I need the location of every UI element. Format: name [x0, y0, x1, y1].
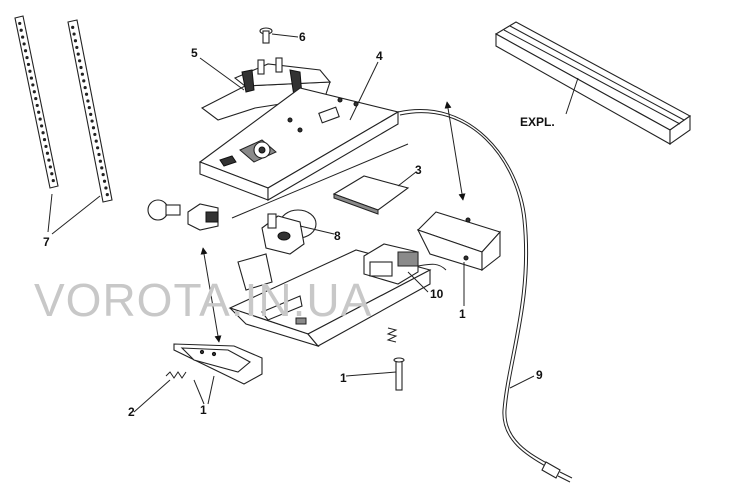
- callout-expl: EXPL.: [520, 115, 555, 129]
- strap-hole: [86, 99, 90, 103]
- strap-hole: [50, 172, 54, 176]
- strap-hole: [19, 28, 23, 32]
- strap-hole: [98, 159, 102, 163]
- spring: [386, 327, 398, 343]
- pin-part-1: [345, 357, 405, 391]
- strap-hole: [26, 62, 31, 67]
- rail-line-1: [231, 143, 409, 219]
- strap-hole: [42, 137, 47, 142]
- strap-hole: [78, 59, 82, 63]
- light-bulb: [147, 199, 181, 221]
- strap-hole: [93, 132, 97, 137]
- strap-hole: [45, 151, 50, 155]
- lens-cover-part-3: [332, 171, 417, 215]
- leader-7b: [51, 195, 101, 235]
- screw-part-6: [259, 27, 299, 44]
- callout-5: 5: [191, 46, 198, 60]
- callout-10: 10: [430, 287, 444, 301]
- assembly-arrow-right: [444, 101, 466, 201]
- callout-7: 7: [43, 235, 50, 249]
- strap-hole: [71, 25, 75, 29]
- callout-8: 8: [334, 229, 341, 243]
- callout-2: 2: [128, 405, 135, 419]
- strap-hole: [102, 179, 107, 183]
- strap-hole: [31, 83, 35, 87]
- strap-hole: [105, 193, 109, 197]
- mounting-strap-left: [14, 15, 59, 189]
- strap-hole: [90, 119, 94, 123]
- watermark: VOROTA.IN.UA: [34, 274, 372, 326]
- strap-hole: [28, 69, 32, 73]
- strap-hole: [22, 42, 26, 46]
- callout-6: 6: [299, 30, 306, 44]
- strap-hole: [75, 45, 79, 50]
- rail-extrusion: [494, 21, 692, 146]
- strap-hole: [96, 146, 100, 150]
- strap-hole: [89, 112, 93, 116]
- callout-1-lens: 1: [200, 403, 207, 417]
- leader-7a: [47, 193, 53, 233]
- strap-hole: [29, 76, 33, 80]
- strap-hole: [87, 106, 91, 110]
- power-cable-part-9: [397, 109, 573, 483]
- strap-hole: [100, 166, 104, 170]
- callout-4: 4: [376, 49, 383, 63]
- strap-hole: [25, 55, 29, 60]
- strap-hole: [37, 110, 41, 114]
- strap-hole: [47, 158, 51, 162]
- callout-3: 3: [415, 163, 422, 177]
- strap-hole: [79, 65, 83, 70]
- strap-hole: [41, 131, 45, 135]
- strap-hole: [35, 103, 39, 108]
- strap-hole: [80, 72, 84, 76]
- strap-hole: [101, 172, 105, 177]
- strap-hole: [34, 96, 38, 101]
- mounting-strap-right: [67, 19, 113, 203]
- motor-gear-part-8: [261, 209, 335, 255]
- strap-hole: [40, 124, 44, 128]
- strap-hole: [32, 90, 36, 94]
- strap-hole: [73, 39, 78, 43]
- strap-hole: [51, 178, 55, 183]
- callout-1-pin: 1: [340, 371, 347, 385]
- strap-hole: [48, 165, 52, 169]
- strap-hole: [91, 126, 96, 130]
- strap-hole: [72, 32, 76, 36]
- strap-hole: [21, 35, 25, 39]
- end-cover-part-1: [416, 211, 501, 306]
- strap-hole: [18, 21, 22, 26]
- callout-1-right: 1: [459, 307, 466, 321]
- light-lens-part-1: [173, 343, 263, 405]
- strap-hole: [44, 144, 48, 149]
- lamp-socket: [187, 203, 219, 231]
- strap-hole: [84, 92, 89, 96]
- small-spring-part-2: [133, 371, 187, 413]
- strap-hole: [97, 152, 101, 157]
- strap-hole: [76, 52, 80, 56]
- strap-hole: [23, 49, 28, 53]
- transformer-part-10: [363, 243, 447, 293]
- assembly-arrow-left: [200, 247, 222, 343]
- strap-hole: [83, 85, 87, 90]
- strap-hole: [38, 117, 42, 121]
- chassis-plate-part-4: [198, 61, 400, 201]
- callout-9: 9: [536, 368, 543, 382]
- strap-hole: [82, 79, 86, 83]
- strap-hole: [104, 186, 108, 190]
- strap-hole: [94, 139, 98, 143]
